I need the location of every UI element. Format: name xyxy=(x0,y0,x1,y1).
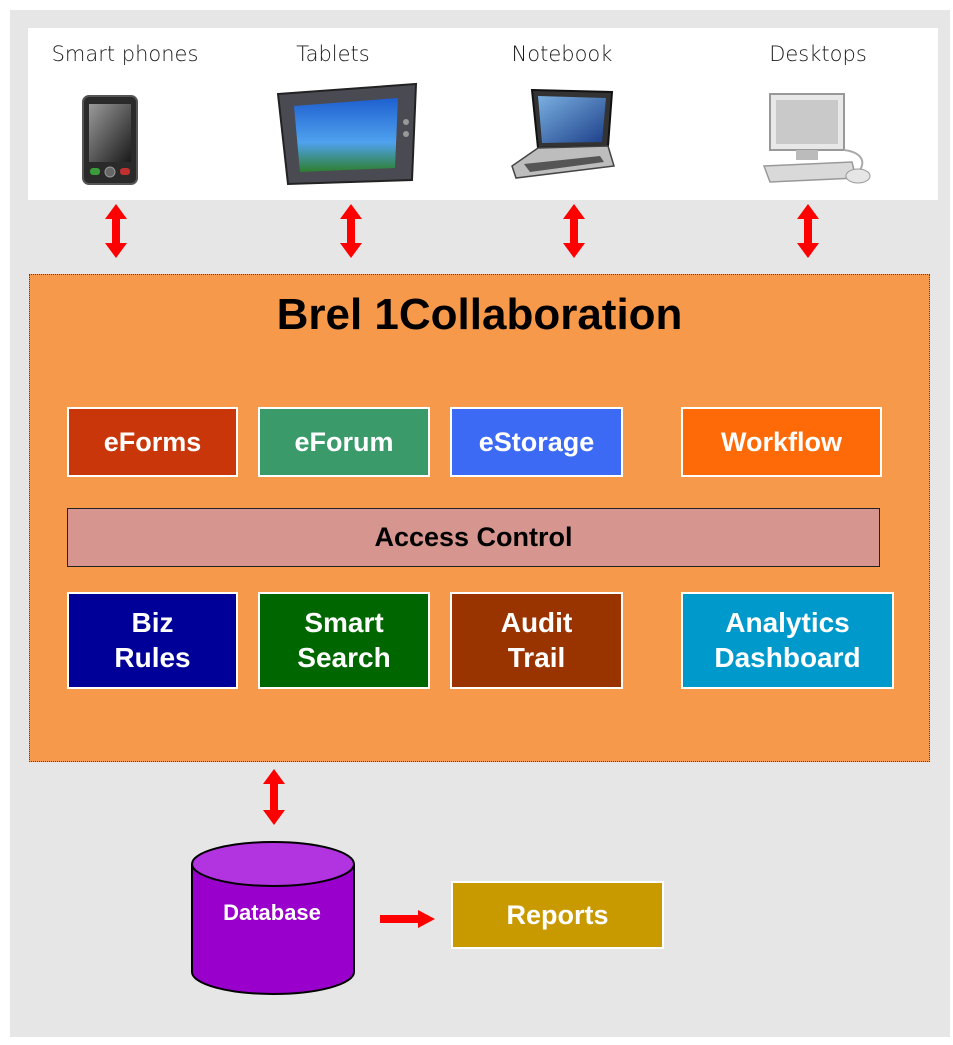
platform-title: Brel 1Collaboration xyxy=(276,290,683,339)
desktop-icon xyxy=(762,93,871,184)
arrow-database xyxy=(263,769,285,825)
module-line: Search xyxy=(297,641,391,673)
module-line: Smart xyxy=(304,607,384,639)
arrow-notebook xyxy=(563,204,585,258)
arrow-desktops xyxy=(797,204,819,258)
database-label: Database xyxy=(223,900,321,925)
module-workflow: Workflow xyxy=(681,407,882,477)
access-control-bar: Access Control xyxy=(67,508,880,567)
arrow-reports xyxy=(380,910,435,928)
database-icon xyxy=(191,841,355,995)
device-label-smart-phones: Smart phones xyxy=(51,42,199,66)
module-eforum: eForum xyxy=(258,407,430,477)
arrow-tablets xyxy=(340,204,362,258)
module-line: Audit xyxy=(500,607,573,639)
module-line: Biz xyxy=(131,607,174,639)
module-line: Analytics xyxy=(725,607,850,639)
reports-box: Reports xyxy=(451,881,664,949)
device-label-tablets: Tablets xyxy=(296,42,370,66)
device-label-notebook: Notebook xyxy=(511,42,613,66)
module-estorage: eStorage xyxy=(450,407,623,477)
module-line: Rules xyxy=(114,641,191,673)
smartphone-icon xyxy=(82,95,138,185)
module-line: Dashboard xyxy=(714,641,861,673)
device-label-desktops: Desktops xyxy=(769,42,867,66)
arrow-smart-phones xyxy=(105,204,127,258)
laptop-icon xyxy=(511,88,615,179)
module-line: Trail xyxy=(507,641,566,673)
tablet-icon xyxy=(276,82,418,186)
module-eforms: eForms xyxy=(67,407,238,477)
